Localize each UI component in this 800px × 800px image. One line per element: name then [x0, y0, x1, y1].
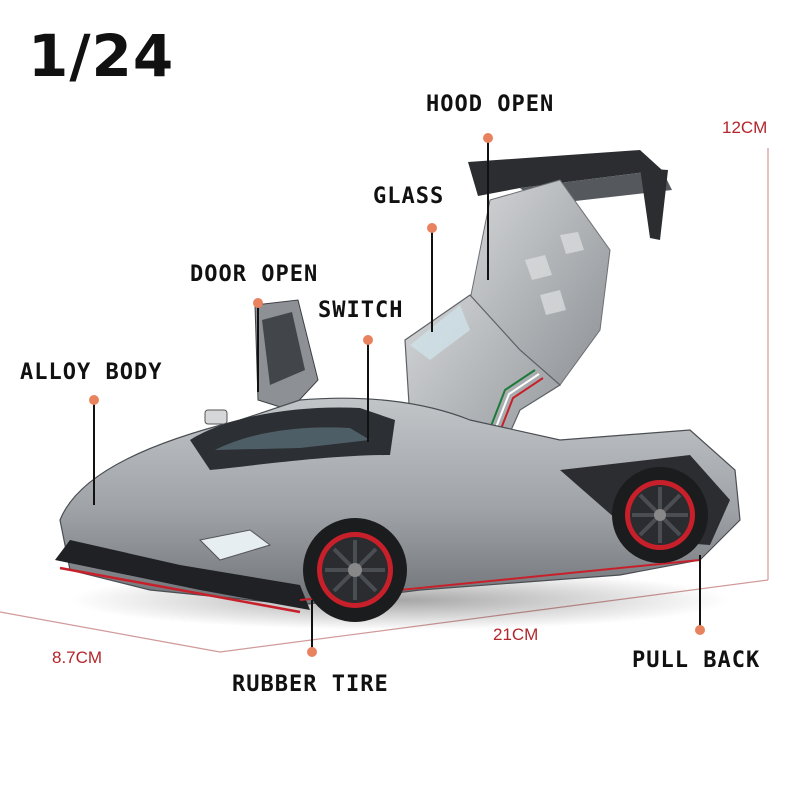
hood-open-label: HOOD OPEN	[426, 92, 555, 117]
glass-label: GLASS	[373, 184, 445, 209]
pull-back-label: PULL BACK	[632, 648, 761, 673]
door-open-label: DOOR OPEN	[190, 262, 319, 287]
length-dimension: 21CM	[493, 625, 539, 644]
front-wheel	[303, 518, 407, 622]
height-dimension: 12CM	[722, 118, 768, 137]
callout-dots	[89, 133, 705, 657]
width-dimension: 8.7CM	[52, 648, 103, 667]
alloy-body-label: ALLOY BODY	[20, 360, 163, 385]
switch-label: SWITCH	[318, 298, 404, 323]
rear-wheel	[612, 467, 708, 563]
callout-lines	[93, 140, 701, 650]
rubber-tire-label: RUBBER TIRE	[232, 672, 389, 697]
scale-title: 1/24	[28, 22, 175, 90]
